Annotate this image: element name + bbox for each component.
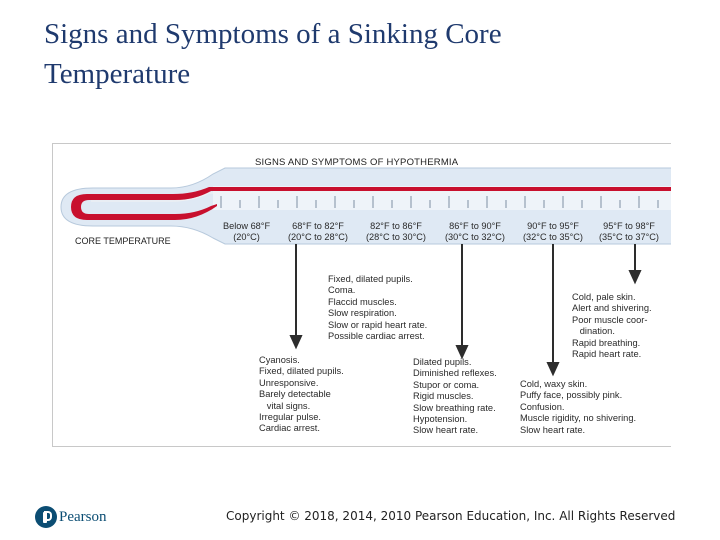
symptom-item: Possible cardiac arrest. <box>328 331 425 342</box>
symptom-item: Hypotension. <box>413 414 468 425</box>
range-95-98: 95°F to 98°F (35°C to 37°C) <box>599 221 659 243</box>
symptom-item: Slow breathing rate. <box>413 402 496 413</box>
symptom-item: Dilated pupils. <box>413 357 472 367</box>
symptom-item: Flaccid muscles. <box>328 296 397 307</box>
thermometer-ticks <box>220 196 659 208</box>
symptom-item: Poor muscle coor- <box>572 314 648 325</box>
symptom-item: Cold, waxy skin. <box>520 379 588 389</box>
symptom-item: Rapid breathing. <box>572 337 641 348</box>
range-c: (20°C) <box>233 232 260 242</box>
copyright-notice: Copyright © 2018, 2014, 2010 Pearson Edu… <box>226 509 676 523</box>
range-c: (30°C to 32°C) <box>445 232 505 242</box>
range-f: 82°F to 86°F <box>370 221 422 231</box>
symptom-item: Puffy face, possibly pink. <box>520 390 623 401</box>
symptom-list-86-90: Dilated pupils. Diminished reflexes. Stu… <box>413 357 497 437</box>
slide-title: Signs and Symptoms of a Sinking Core Tem… <box>44 14 684 94</box>
figure-heading: SIGNS AND SYMPTOMS OF HYPOTHERMIA <box>255 157 459 168</box>
range-68-82: 68°F to 82°F (20°C to 28°C) <box>288 221 348 243</box>
symptom-item: Cardiac arrest. <box>259 423 320 434</box>
mercury-fill <box>71 187 671 220</box>
range-f: Below 68°F <box>223 221 271 231</box>
range-f: 86°F to 90°F <box>449 221 501 231</box>
range-c: (28°C to 30°C) <box>366 232 426 242</box>
thermometer-illustration <box>60 167 671 377</box>
slide-title-line2: Temperature <box>44 58 191 90</box>
symptom-item: Slow heart rate. <box>520 424 586 435</box>
symptom-list-95-98: Cold, pale skin. Alert and shivering. Po… <box>572 292 652 360</box>
symptom-item: Fixed, dilated pupils. <box>328 274 413 284</box>
symptom-item: Confusion. <box>520 401 565 412</box>
symptom-item: Cold, pale skin. <box>572 292 636 302</box>
range-f: 95°F to 98°F <box>603 221 655 231</box>
range-f: 68°F to 82°F <box>292 221 344 231</box>
range-c: (20°C to 28°C) <box>288 232 348 242</box>
arrow-head-3 <box>546 362 560 377</box>
symptom-item: Muscle rigidity, no shivering. <box>520 413 637 424</box>
symptom-item: Slow respiration. <box>328 308 397 319</box>
symptom-item: Stupor or coma. <box>413 379 480 390</box>
slide-title-line1: Signs and Symptoms of a Sinking Core <box>44 18 502 50</box>
symptom-item: Unresponsive. <box>259 377 319 388</box>
symptom-item: Alert and shivering. <box>572 303 652 314</box>
symptom-item: Rapid heart rate. <box>572 349 642 360</box>
range-c: (35°C to 37°C) <box>599 232 659 242</box>
arrow-head-1 <box>289 335 303 350</box>
symptom-item: vital signs. <box>259 400 311 411</box>
range-f: 90°F to 95°F <box>527 221 579 231</box>
range-82-86: 82°F to 86°F (28°C to 30°C) <box>366 221 426 243</box>
symptom-item: dination. <box>572 326 615 337</box>
symptom-item: Rigid muscles. <box>413 391 474 402</box>
pearson-logo-text: Pearson <box>59 509 107 525</box>
symptom-item: Diminished reflexes. <box>413 368 497 379</box>
symptom-item: Coma. <box>328 285 356 296</box>
symptom-item: Slow or rapid heart rate. <box>328 319 428 330</box>
range-86-90: 86°F to 90°F (30°C to 32°C) <box>445 221 505 243</box>
range-c: (32°C to 35°C) <box>523 232 583 242</box>
range-90-95: 90°F to 95°F (32°C to 35°C) <box>523 221 583 243</box>
symptom-list-90-95: Cold, waxy skin. Puffy face, possibly pi… <box>520 379 636 436</box>
symptom-item: Barely detectable <box>259 389 331 400</box>
hypothermia-figure: SIGNS AND SYMPTOMS OF HYPOTHERMIA CORE T… <box>52 143 671 447</box>
range-below-68: Below 68°F (20°C) <box>223 221 270 243</box>
symptom-item: Irregular pulse. <box>259 412 322 423</box>
symptom-list-82-86: Fixed, dilated pupils. Coma. Flaccid mus… <box>328 274 427 342</box>
pearson-logo: Pearson <box>35 506 115 530</box>
symptom-list-68-82: Cyanosis. Fixed, dilated pupils. Unrespo… <box>259 355 344 435</box>
core-temperature-label: CORE TEMPERATURE <box>75 236 171 246</box>
symptom-item: Cyanosis. <box>259 355 300 365</box>
symptom-item: Slow heart rate. <box>413 425 479 436</box>
mercury-highlight <box>91 192 671 202</box>
symptom-item: Fixed, dilated pupils. <box>259 366 344 377</box>
arrow-head-2 <box>455 345 469 360</box>
pearson-logo-icon <box>35 506 57 528</box>
arrows <box>289 244 642 377</box>
arrow-head-4 <box>628 270 642 285</box>
